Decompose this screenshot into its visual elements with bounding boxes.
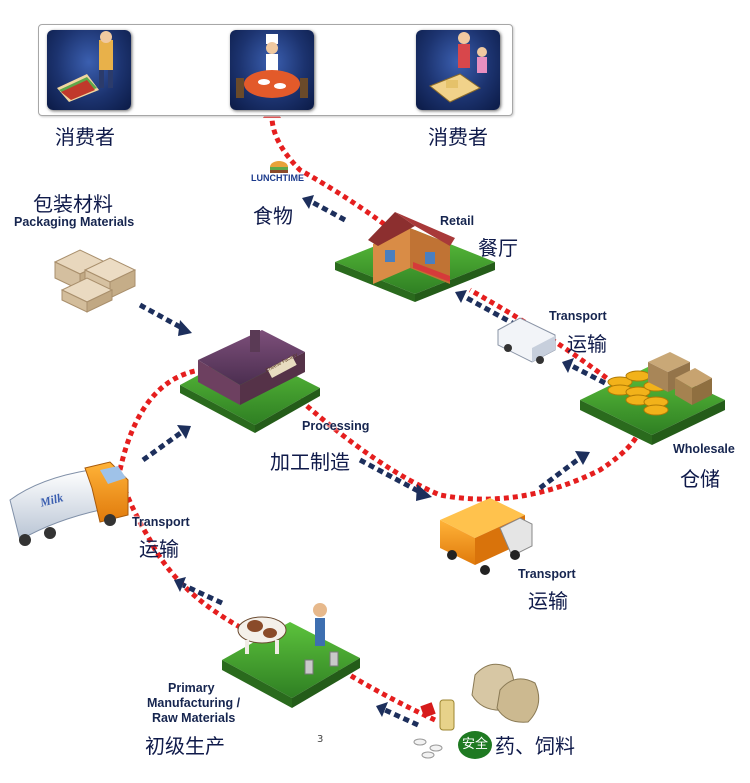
retail-illustration — [335, 212, 495, 302]
red-flow-path — [117, 85, 643, 723]
primary-en-line2: Manufacturing / — [147, 696, 241, 710]
farm-illustration — [222, 603, 360, 708]
processing-en-label: Processing — [302, 419, 370, 433]
primary-en-line1: Primary — [168, 681, 215, 695]
packaging-en-label: Packaging Materials — [14, 215, 135, 229]
wholesale-en-label: Wholesale — [673, 442, 735, 456]
retail-cn-label: 餐厅 — [478, 236, 518, 260]
lunchtime-logo: LUNCHTIME — [251, 159, 307, 189]
consumer-left-label: 消费者 — [55, 125, 115, 149]
transport-right-en-label: Transport — [518, 567, 576, 581]
transport-top-en-label: Transport — [549, 309, 607, 323]
navy-arrowheads — [152, 64, 590, 717]
delivery-van-illustration — [497, 317, 556, 364]
processing-illustration — [180, 330, 320, 433]
safety-badge: 安全 — [458, 731, 492, 759]
sandwich-consumer-icon — [47, 30, 131, 110]
restaurant-table-icon — [230, 30, 314, 110]
packaging-cn-label: 包装材料 — [33, 192, 113, 216]
transport-left-en-label: Transport — [132, 515, 190, 529]
page-number: 3 — [317, 734, 324, 745]
wholesale-cn-label: 仓储 — [680, 467, 720, 491]
lunchtime-text: LUNCHTIME — [251, 173, 304, 183]
primary-en-line3: Raw Materials — [152, 711, 236, 725]
transport-top-cn-label: 运输 — [567, 332, 607, 356]
wholesale-illustration — [580, 352, 725, 445]
transport-right-cn-label: 运输 — [528, 589, 568, 613]
primary-cn-label: 初级生产 — [145, 734, 225, 758]
milk-tanker-illustration — [9, 461, 129, 546]
family-meal-icon — [416, 30, 500, 110]
drugs-feed-cn-label: 药、饲料 — [495, 734, 575, 758]
food-cn-label: 食物 — [253, 204, 293, 228]
packaging-boxes-illustration — [53, 249, 137, 313]
feed-medicine-illustration — [413, 663, 540, 759]
box-truck-illustration — [440, 498, 533, 575]
retail-en-label: Retail — [440, 214, 475, 228]
transport-left-cn-label: 运输 — [139, 537, 179, 561]
consumer-right-label: 消费者 — [428, 125, 488, 149]
processing-cn-label: 加工制造 — [270, 450, 350, 474]
